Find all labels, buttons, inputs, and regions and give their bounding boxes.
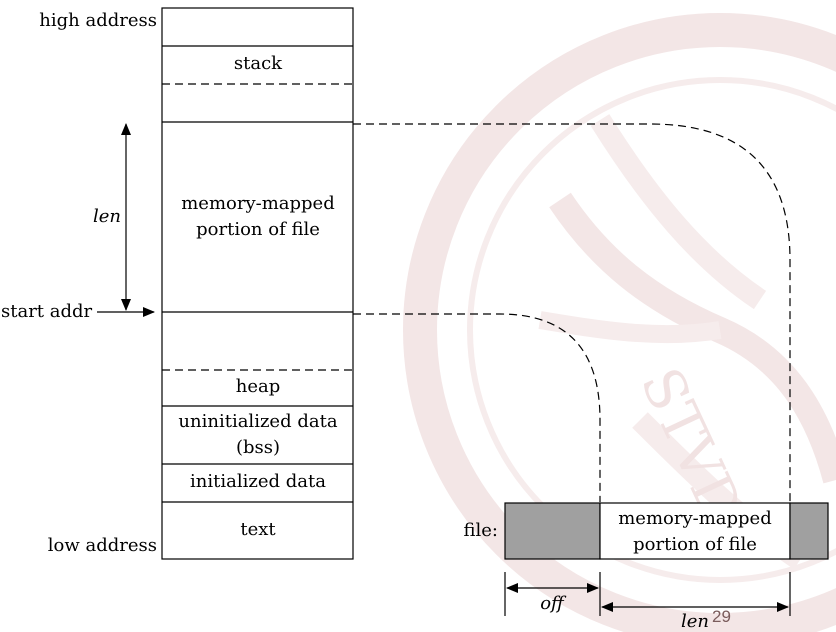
segment-text: text [240,519,276,540]
label-high-address: high address [39,10,157,31]
segment-mapped-line1: memory-mapped [181,193,335,214]
label-len-left: len [93,206,121,227]
mapping-curve-bottom [353,313,601,502]
page-number: 29 [712,607,731,626]
segment-bss-line1: uninitialized data [178,411,337,432]
memory-layout [161,7,354,560]
file-mapped-line2: portion of file [633,534,757,555]
segment-bss-line2: (bss) [236,437,280,458]
file-box [504,502,829,560]
label-len-bottom: len [681,611,709,632]
segment-heap: heap [236,376,281,397]
file-mapped-line1: memory-mapped [618,508,772,529]
memory-column-outline [161,7,354,560]
segment-mapped-line2: portion of file [196,219,320,240]
label-file: file: [464,520,498,541]
file-unmapped-right [789,502,829,560]
label-start-addr: start addr [1,301,93,322]
file-mapped-portion [599,502,791,560]
label-off: off [540,593,567,614]
label-low-address: low address [48,535,157,556]
segment-initialized: initialized data [190,471,326,492]
segment-stack: stack [234,53,283,74]
file-unmapped-left [504,502,601,560]
mapping-curve-top [353,123,791,502]
